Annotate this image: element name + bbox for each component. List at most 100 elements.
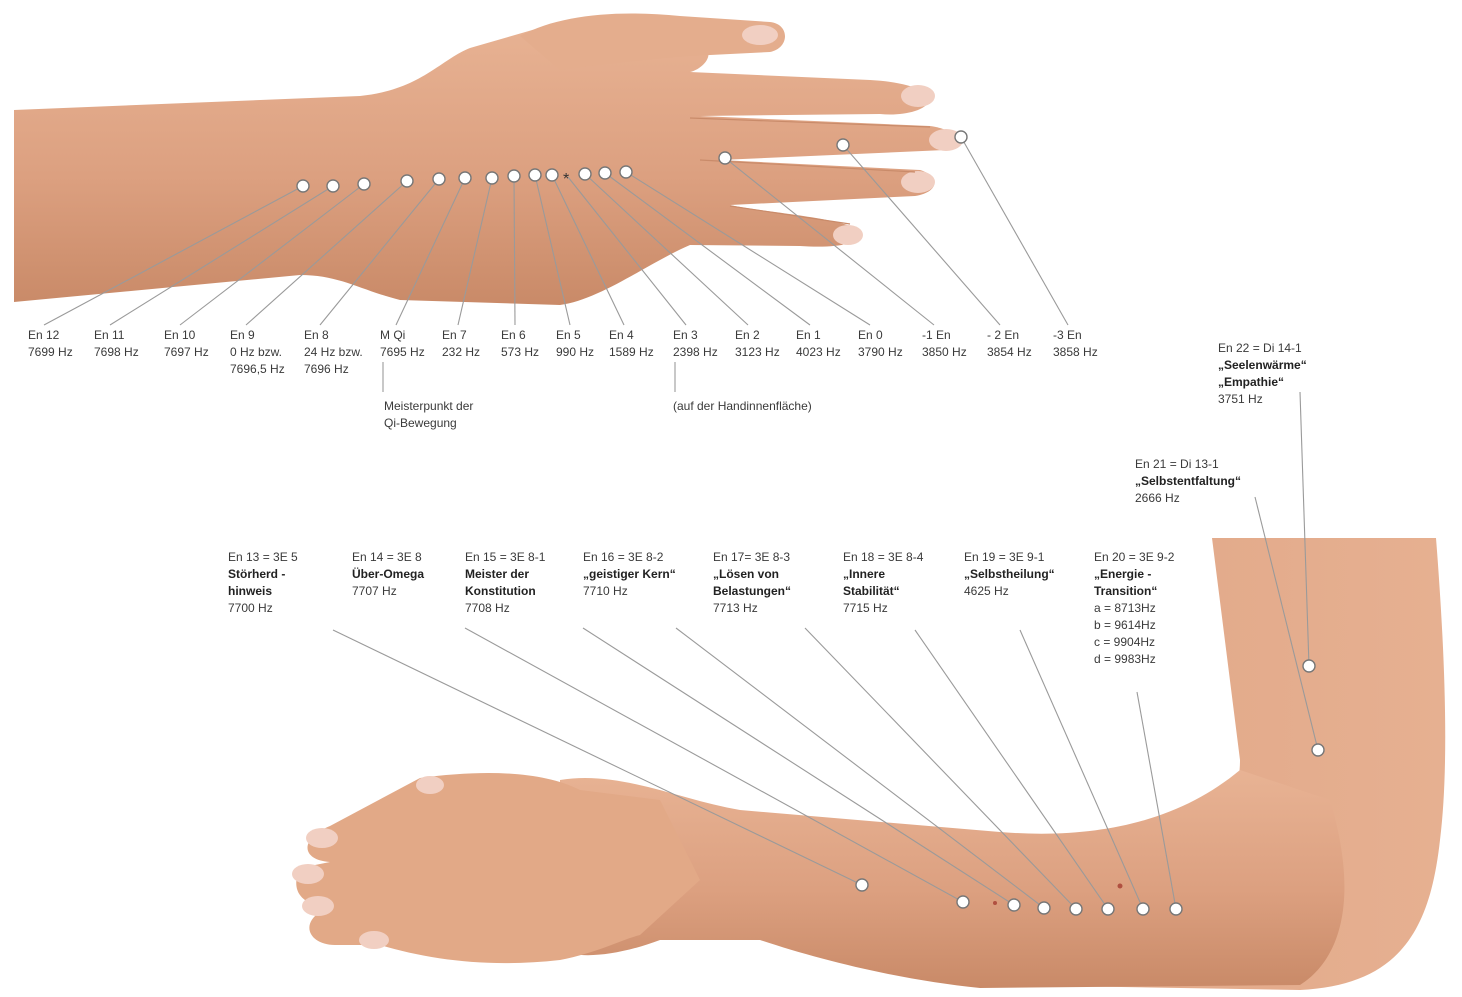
point-id: En 17= 3E 8-3	[713, 549, 791, 566]
nail	[306, 828, 338, 848]
point-frequency: 7708 Hz	[465, 600, 545, 617]
point-frequency: 7697 Hz	[164, 344, 209, 361]
point-name: Über-Omega	[352, 566, 424, 583]
point-label-en0: En 03790 Hz	[858, 327, 903, 361]
point-frequency-alt: 7696,5 Hz	[230, 361, 285, 378]
point-label-en8: En 824 Hz bzw.7696 Hz	[304, 327, 363, 378]
nail	[901, 85, 935, 107]
point-id: En 6	[501, 327, 539, 344]
point-name: Konstitution	[465, 583, 545, 600]
acupoint-marker	[546, 169, 558, 181]
point-frequency: 7713 Hz	[713, 600, 791, 617]
point-id: -3 En	[1053, 327, 1098, 344]
point-frequency: 990 Hz	[556, 344, 594, 361]
point-id: En 10	[164, 327, 209, 344]
point-frequency: 3751 Hz	[1218, 391, 1307, 408]
point-label-en4: En 41589 Hz	[609, 327, 654, 361]
point-frequency: 7715 Hz	[843, 600, 923, 617]
point-id: En 14 = 3E 8	[352, 549, 424, 566]
acupoint-marker	[1070, 903, 1082, 915]
acupoint-marker	[459, 172, 471, 184]
acupoint-marker	[433, 173, 445, 185]
point-id: En 18 = 3E 8-4	[843, 549, 923, 566]
point-frequency-alt: 7696 Hz	[304, 361, 363, 378]
lower-hand	[296, 773, 700, 963]
skin-mark	[1118, 884, 1123, 889]
asterisk-marker: *	[563, 171, 569, 188]
point-id: -1 En	[922, 327, 967, 344]
point-frequency: 232 Hz	[442, 344, 480, 361]
point-name: Stabilität“	[843, 583, 923, 600]
point-name: Meister der	[465, 566, 545, 583]
point-id: En 21 = Di 13-1	[1135, 456, 1241, 473]
point-name: hinweis	[228, 583, 298, 600]
acupoint-marker	[1102, 903, 1114, 915]
point-id: M Qi	[380, 327, 425, 344]
point-name: „Seelenwärme“	[1218, 357, 1307, 374]
point-id: En 11	[94, 327, 139, 344]
point-frequency: 3123 Hz	[735, 344, 780, 361]
point-id: En 3	[673, 327, 718, 344]
point-name: „Energie -	[1094, 566, 1174, 583]
point-name: „Lösen von	[713, 566, 791, 583]
upper-hand-illustration	[14, 13, 963, 305]
point-label-en7: En 7232 Hz	[442, 327, 480, 361]
acupoint-marker	[486, 172, 498, 184]
point-id: En 1	[796, 327, 841, 344]
nail	[292, 864, 324, 884]
point-frequency: 4023 Hz	[796, 344, 841, 361]
point-id: En 19 = 3E 9-1	[964, 549, 1055, 566]
point-frequency: a = 8713Hz	[1094, 600, 1174, 617]
point-name: Störherd -	[228, 566, 298, 583]
point-frequency: 0 Hz bzw.	[230, 344, 285, 361]
acupoint-marker	[1303, 660, 1315, 672]
point-id: En 5	[556, 327, 594, 344]
nail	[901, 171, 935, 193]
point-id: En 20 = 3E 9-2	[1094, 549, 1174, 566]
point-label-en16: En 16 = 3E 8-2„geistiger Kern“7710 Hz	[583, 549, 676, 600]
point-id: En 4	[609, 327, 654, 344]
point-label-en20: En 20 = 3E 9-2„Energie -Transition“a = 8…	[1094, 549, 1174, 668]
point-name: „Selbstheilung“	[964, 566, 1055, 583]
point-id: En 12	[28, 327, 73, 344]
acupoint-marker	[1137, 903, 1149, 915]
point-id: En 0	[858, 327, 903, 344]
point-name: „Empathie“	[1218, 374, 1307, 391]
nail	[302, 896, 334, 916]
point-label-en12: En 127699 Hz	[28, 327, 73, 361]
note-line: Meisterpunkt der	[384, 398, 473, 415]
acupoint-marker	[327, 180, 339, 192]
point-name: Belastungen“	[713, 583, 791, 600]
acupoint-marker	[955, 131, 967, 143]
point-label-en18: En 18 = 3E 8-4„InnereStabilität“7715 Hz	[843, 549, 923, 617]
point-id: En 15 = 3E 8-1	[465, 549, 545, 566]
acupoint-marker	[1312, 744, 1324, 756]
acupoint-marker	[401, 175, 413, 187]
point-label-minus1: -1 En3850 Hz	[922, 327, 967, 361]
acupoint-marker	[508, 170, 520, 182]
point-label-en5: En 5990 Hz	[556, 327, 594, 361]
point-frequency: 3854 Hz	[987, 344, 1032, 361]
point-frequency: 3790 Hz	[858, 344, 903, 361]
acupoint-marker	[620, 166, 632, 178]
point-id: En 13 = 3E 5	[228, 549, 298, 566]
nail	[833, 225, 863, 245]
point-frequency: 7695 Hz	[380, 344, 425, 361]
acupoint-marker	[1038, 902, 1050, 914]
acupoint-marker	[1008, 899, 1020, 911]
point-name: „Innere	[843, 566, 923, 583]
upper-forearm	[14, 19, 957, 305]
point-frequency: 3858 Hz	[1053, 344, 1098, 361]
point-id: En 22 = Di 14-1	[1218, 340, 1307, 357]
point-label-en22: En 22 = Di 14-1„Seelenwärme“„Empathie“37…	[1218, 340, 1307, 408]
point-label-en9: En 90 Hz bzw.7696,5 Hz	[230, 327, 285, 378]
point-frequency: 2398 Hz	[673, 344, 718, 361]
acupoint-marker	[1170, 903, 1182, 915]
point-frequency: c = 9904Hz	[1094, 634, 1174, 651]
